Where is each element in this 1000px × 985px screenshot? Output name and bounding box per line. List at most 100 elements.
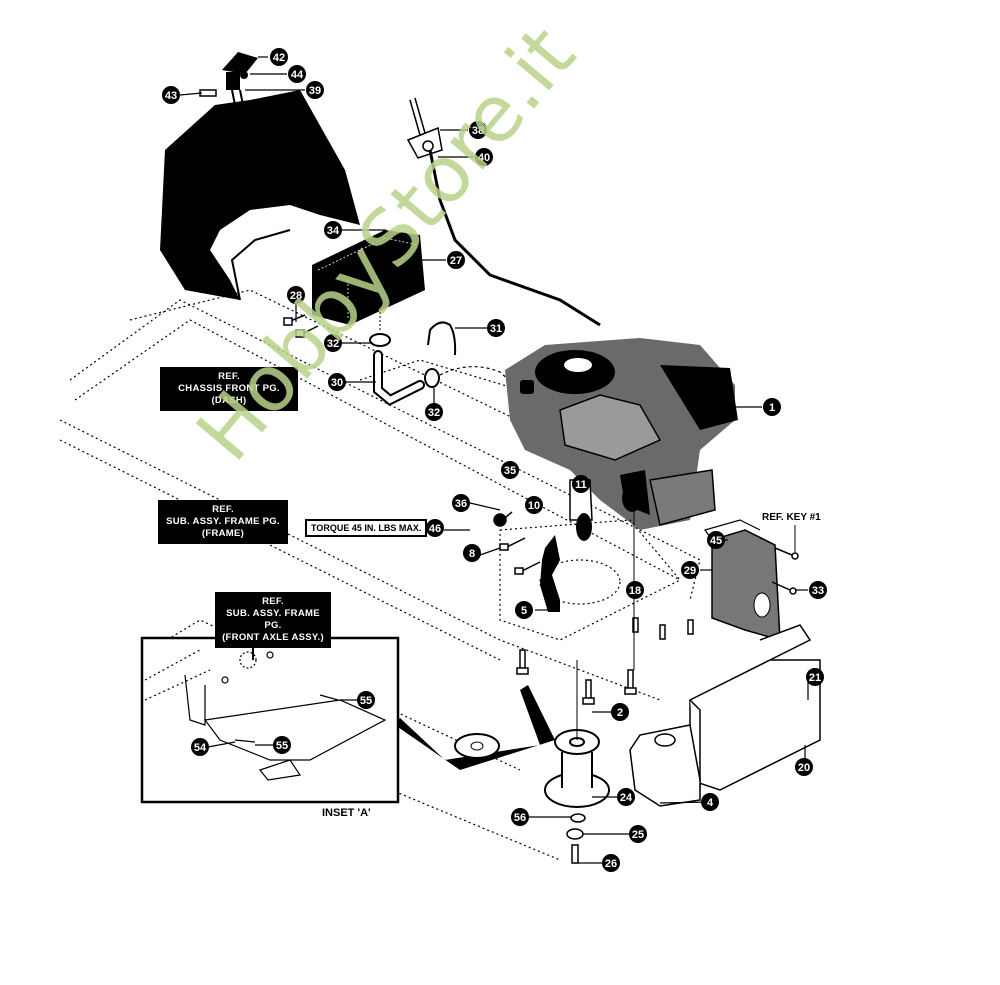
callout-38: 38: [469, 121, 487, 139]
callout-8: 8: [463, 544, 481, 562]
callout-circle: [602, 854, 620, 872]
callout-21: 21: [806, 668, 824, 686]
callout-circle: [681, 561, 699, 579]
callout-56: 56: [511, 808, 529, 826]
ref-box-line: (FRAME): [201, 528, 245, 539]
callout-45: 45: [707, 531, 725, 549]
callout-number: 20: [798, 762, 810, 774]
callout-circle: [806, 668, 824, 686]
callout-number: 54: [194, 742, 207, 754]
pulley-bolt: [571, 844, 579, 864]
callout-33: 33: [809, 581, 827, 599]
callout-number: 45: [710, 535, 722, 547]
callout-39: 39: [306, 81, 324, 99]
callout-number: 55: [276, 740, 288, 752]
callout-27: 27: [447, 251, 465, 269]
callout-number: 43: [165, 90, 177, 102]
callout-11: 11: [572, 475, 590, 493]
callout-number: 38: [472, 125, 484, 137]
callout-circle: [270, 48, 288, 66]
callout-number: 27: [450, 255, 462, 267]
callout-circle: [162, 86, 180, 104]
callout-40: 40: [475, 148, 493, 166]
callout-24: 24: [617, 788, 635, 806]
callout-circle: [191, 738, 209, 756]
callout-number: 36: [455, 498, 467, 510]
callout-circle: [515, 601, 533, 619]
callout-circle: [707, 531, 725, 549]
callout-34: 34: [324, 221, 342, 239]
muffler: [629, 724, 701, 807]
callout-number: 24: [620, 792, 633, 804]
callout-circle: [617, 788, 635, 806]
callout-number: 32: [428, 407, 440, 419]
washer: [566, 828, 584, 840]
ref-box-front-axle: REF. SUB. ASSY. FRAME PG. (FRONT AXLE AS…: [215, 592, 331, 648]
dash-hood: [160, 90, 360, 300]
callout-32: 32: [324, 334, 342, 352]
callout-42: 42: [270, 48, 288, 66]
heat-shield: [704, 519, 781, 642]
callout-1: 1: [763, 398, 781, 416]
callout-circle: [487, 319, 505, 337]
callout-29: 29: [681, 561, 699, 579]
callout-circle: [306, 81, 324, 99]
washer: [570, 813, 586, 823]
callout-number: 40: [478, 152, 490, 164]
engine-bolts: [516, 617, 694, 705]
callout-number: 10: [528, 500, 540, 512]
ref-box-line: CHASSIS FRONT PG.: [178, 383, 280, 394]
callout-number: 35: [504, 465, 516, 477]
callout-number: 32: [327, 338, 339, 350]
callout-circle: [475, 148, 493, 166]
callout-number: 34: [327, 225, 340, 237]
callout-circle: [469, 121, 487, 139]
callout-circle: [501, 461, 519, 479]
callout-number: 1: [769, 402, 775, 414]
inset-a-frame: [140, 636, 400, 804]
callout-number: 56: [514, 812, 526, 824]
callout-circle: [452, 494, 470, 512]
callout-circle: [809, 581, 827, 599]
ref-box-frame: REF. SUB. ASSY. FRAME PG. (FRAME): [158, 500, 288, 544]
callout-number: 42: [273, 52, 285, 64]
callout-circle: [611, 703, 629, 721]
callout-circle: [357, 691, 375, 709]
ref-box-line: (FRONT AXLE ASSY.): [222, 632, 324, 643]
callout-circle: [795, 758, 813, 776]
callout-number: 11: [575, 479, 587, 491]
callout-circle: [273, 736, 291, 754]
vent-line: [427, 321, 457, 356]
throttle-bracket: [199, 52, 258, 111]
callout-number: 39: [309, 85, 321, 97]
callout-number: 28: [290, 290, 302, 302]
leader-lines: [179, 56, 809, 864]
callout-number: 5: [521, 605, 527, 617]
inset-a-label: INSET 'A': [322, 807, 371, 819]
callout-circle: [447, 251, 465, 269]
callout-32: 32: [425, 403, 443, 421]
callout-55: 55: [357, 691, 375, 709]
callout-number: 30: [331, 377, 343, 389]
ref-box-dash: REF. CHASSIS FRONT PG. (DASH): [160, 367, 298, 411]
callout-5: 5: [515, 601, 533, 619]
callout-number: 8: [469, 548, 475, 560]
callout-circle: [525, 496, 543, 514]
tank-screws: [283, 314, 319, 338]
heat-shield-screws: [771, 525, 799, 595]
callout-number: 26: [605, 858, 617, 870]
callout-44: 44: [288, 65, 306, 83]
hose-clamp: [369, 333, 391, 347]
callout-20: 20: [795, 758, 813, 776]
callout-43: 43: [162, 86, 180, 104]
callout-4: 4: [701, 793, 719, 811]
ref-box-line: REF.: [218, 371, 240, 382]
ref-box-line: SUB. ASSY. FRAME PG.: [166, 516, 280, 527]
callout-2: 2: [611, 703, 629, 721]
callout-10: 10: [525, 496, 543, 514]
callout-circle: [572, 475, 590, 493]
callout-number: 33: [812, 585, 824, 597]
callout-54: 54: [191, 738, 209, 756]
